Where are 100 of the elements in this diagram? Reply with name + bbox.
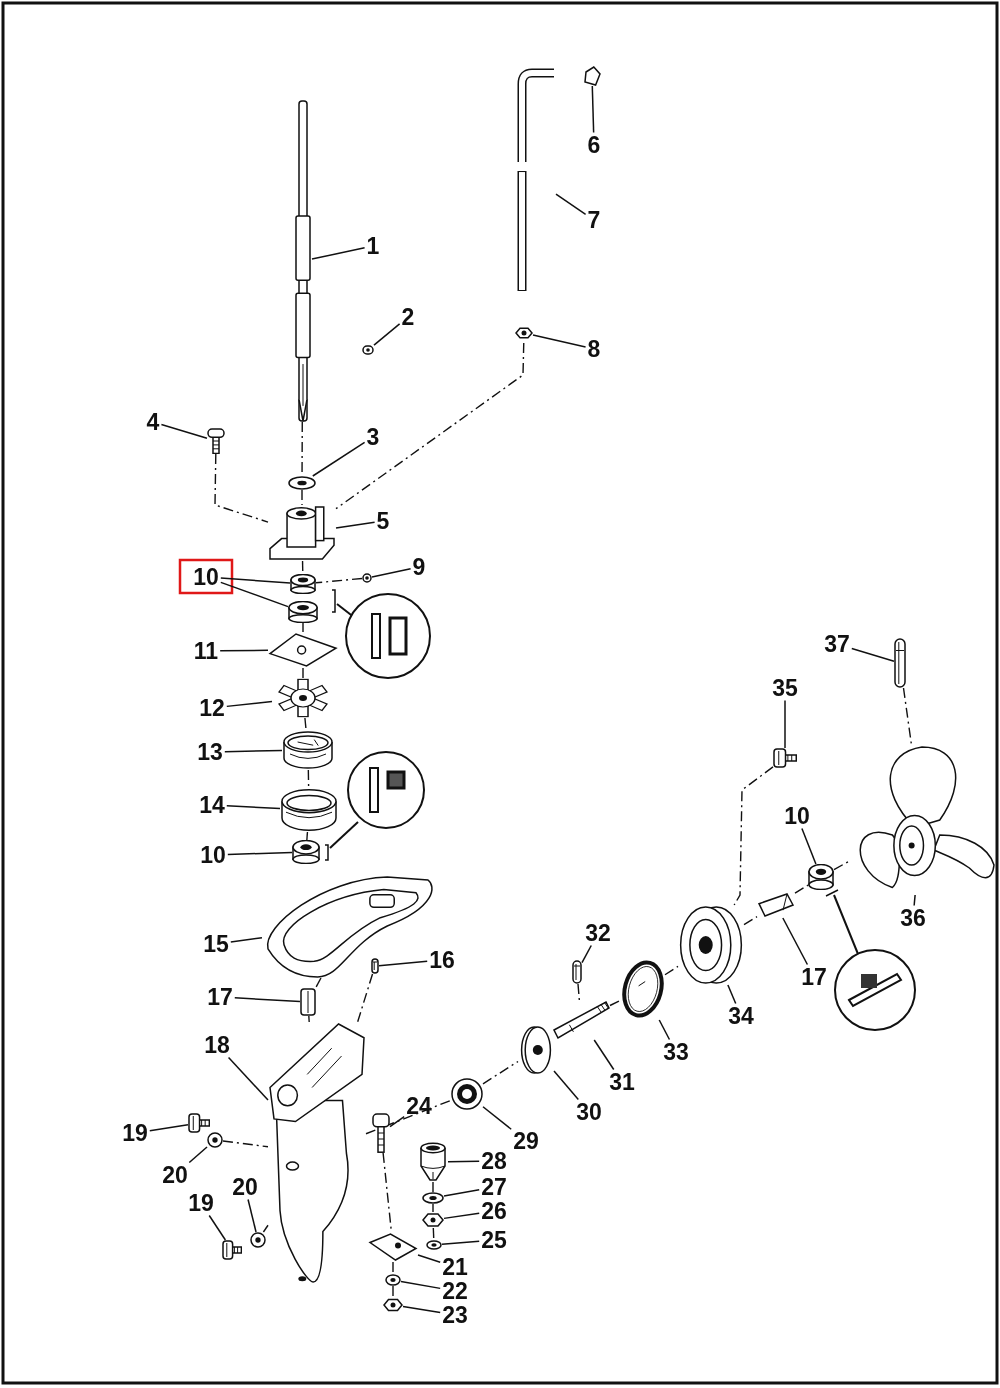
leader-line bbox=[226, 700, 273, 708]
seal-drawing bbox=[288, 601, 318, 623]
callout-number: 33 bbox=[661, 1039, 691, 1065]
alignment-line bbox=[262, 1224, 269, 1233]
leader-line bbox=[851, 647, 895, 662]
leader-line bbox=[443, 1188, 480, 1197]
leader-line bbox=[400, 1280, 441, 1290]
alignment-line bbox=[392, 1261, 394, 1275]
callout-number: 22 bbox=[440, 1278, 470, 1304]
seal-drawing bbox=[292, 840, 320, 864]
leader-line bbox=[482, 1106, 512, 1130]
alignment-line bbox=[307, 769, 310, 789]
callout-number: 12 bbox=[197, 695, 227, 721]
leader-line bbox=[378, 960, 428, 967]
leader-line bbox=[801, 827, 817, 865]
callout-number: 31 bbox=[607, 1069, 637, 1095]
callout-number: 14 bbox=[197, 792, 227, 818]
pin-drawing bbox=[572, 960, 582, 984]
alignment-line bbox=[222, 1140, 269, 1148]
nut-drawing bbox=[383, 1296, 403, 1314]
callout-number: 37 bbox=[822, 631, 852, 657]
callout-number: 8 bbox=[585, 336, 603, 362]
bearing-drawing bbox=[451, 1078, 483, 1110]
leader-line bbox=[417, 1254, 441, 1263]
callout-number: 7 bbox=[585, 207, 603, 233]
callout-number: 24 bbox=[404, 1093, 434, 1119]
callout-number: 1 bbox=[364, 233, 382, 259]
plate-drawing bbox=[368, 1232, 418, 1262]
alignment-line bbox=[315, 577, 363, 584]
alignment-line bbox=[304, 717, 307, 731]
o-ring-drawing bbox=[621, 958, 665, 1020]
callout-number: 9 bbox=[410, 554, 428, 580]
leader-line bbox=[234, 997, 301, 1003]
callout-number: 4 bbox=[144, 409, 162, 435]
alignment-line bbox=[664, 965, 679, 976]
callout-number: 10 bbox=[782, 803, 812, 829]
leader-line bbox=[149, 1123, 189, 1132]
callout-number: 29 bbox=[511, 1128, 541, 1154]
alignment-line bbox=[306, 831, 309, 841]
sleeve-drawing bbox=[757, 892, 795, 918]
bolt-drawing bbox=[372, 1113, 390, 1153]
leader-line bbox=[226, 805, 281, 810]
callout-number: 30 bbox=[574, 1099, 604, 1125]
washer-drawing bbox=[385, 1274, 401, 1286]
leader-line bbox=[188, 1146, 208, 1164]
leader-line bbox=[230, 937, 263, 943]
callout-number: 19 bbox=[186, 1190, 216, 1216]
shaft-drawing bbox=[552, 1000, 610, 1040]
pin-drawing bbox=[894, 638, 906, 688]
leader-line bbox=[591, 85, 595, 134]
plate-drawing bbox=[268, 632, 338, 668]
alignment-line bbox=[833, 861, 849, 871]
leader-line bbox=[913, 894, 916, 907]
callout-number: 2 bbox=[399, 304, 417, 330]
leader-line bbox=[441, 1240, 480, 1246]
plug-drawing bbox=[418, 1142, 448, 1182]
callout-number: 18 bbox=[202, 1032, 232, 1058]
leader-line bbox=[247, 1198, 257, 1233]
leader-line bbox=[371, 568, 412, 578]
washer-drawing bbox=[426, 1240, 442, 1250]
callout-number: 27 bbox=[479, 1174, 509, 1200]
alignment-line bbox=[794, 884, 809, 894]
pin-drawing bbox=[371, 958, 379, 974]
seal-drawing bbox=[808, 864, 834, 890]
callout-number: 32 bbox=[583, 920, 613, 946]
callout-number: 17 bbox=[205, 984, 235, 1010]
leader-line bbox=[311, 247, 366, 260]
leader-line bbox=[782, 917, 809, 966]
alignment-line bbox=[308, 1015, 310, 1023]
alignment-line bbox=[432, 1181, 434, 1193]
callout-number: 10 bbox=[191, 564, 221, 590]
liner-drawing bbox=[282, 730, 334, 770]
alignment-line bbox=[577, 983, 581, 1001]
callout-number: 20 bbox=[230, 1174, 260, 1200]
callout-number: 6 bbox=[585, 132, 603, 158]
leader-line bbox=[581, 944, 592, 964]
leader-line bbox=[553, 1070, 580, 1101]
alignment-line bbox=[733, 766, 774, 906]
leader-line bbox=[227, 1056, 269, 1101]
callout-number: 15 bbox=[201, 931, 231, 957]
leader-line bbox=[402, 1305, 441, 1314]
leader-line bbox=[447, 1160, 480, 1163]
callout-number: 10 bbox=[198, 842, 228, 868]
alignment-line bbox=[356, 973, 374, 1023]
sleeve-drawing bbox=[300, 988, 316, 1016]
nut-drawing bbox=[422, 1212, 444, 1228]
callout-number: 23 bbox=[440, 1302, 470, 1328]
callout-number: 28 bbox=[479, 1148, 509, 1174]
leader-line bbox=[208, 1214, 227, 1241]
cup-drawing bbox=[280, 788, 338, 832]
alignment-line bbox=[432, 1203, 434, 1213]
callout-number: 35 bbox=[770, 675, 800, 701]
carrier-drawing bbox=[518, 1025, 554, 1075]
alignment-line bbox=[302, 667, 304, 679]
alignment-line bbox=[609, 999, 622, 1007]
alignment-line bbox=[301, 489, 303, 506]
alignment-line bbox=[392, 1285, 394, 1297]
leader-line bbox=[219, 649, 269, 652]
alignment-line bbox=[335, 342, 525, 510]
seal-drawing bbox=[290, 574, 316, 594]
